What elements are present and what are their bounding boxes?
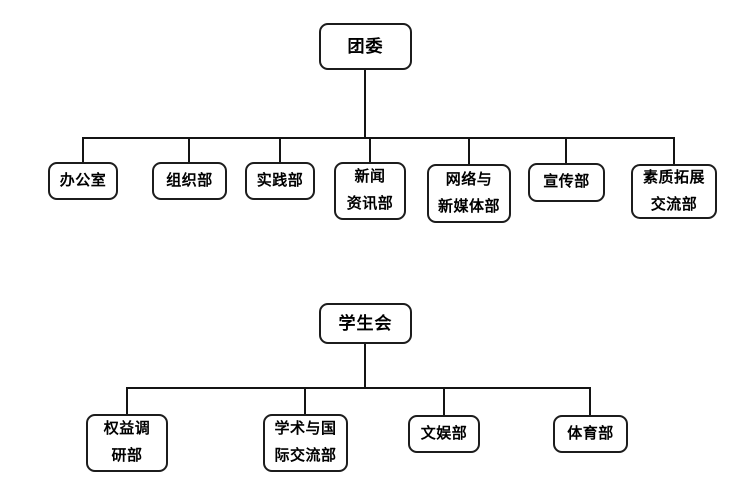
connector-stub-line xyxy=(369,137,371,165)
org-node-label: 新闻 资讯部 xyxy=(346,169,394,212)
connector-stub-line xyxy=(126,387,128,416)
connector-horizontal-line xyxy=(82,137,675,139)
org-node-label: 学术与国 际交流部 xyxy=(274,421,337,464)
org-node-label: 团委 xyxy=(347,36,384,56)
org-node-label: 办公室 xyxy=(59,172,107,189)
org-node-network-new-media-dept: 网络与 新媒体部 xyxy=(427,164,511,223)
org-node-label: 文娱部 xyxy=(420,425,468,442)
connector-horizontal-line xyxy=(126,387,591,389)
org-node-publicity-dept: 宣传部 xyxy=(528,163,605,202)
org-node-organization-dept: 组织部 xyxy=(152,162,227,200)
org-node-practice-dept: 实践部 xyxy=(245,162,315,200)
org-node-sports-dept: 体育部 xyxy=(553,415,628,453)
org-node-student-union: 学生会 xyxy=(319,303,412,344)
connector-stub-line xyxy=(279,137,281,165)
org-node-label: 网络与 新媒体部 xyxy=(437,171,500,215)
connector-stub-line xyxy=(82,137,84,165)
org-node-culture-entertainment-dept: 文娱部 xyxy=(408,415,480,453)
connector-stub-line xyxy=(589,387,591,417)
org-node-academic-international-exchange-dept: 学术与国 际交流部 xyxy=(263,414,348,472)
org-node-label: 宣传部 xyxy=(543,174,590,190)
connector-stub-line xyxy=(468,137,470,166)
org-node-news-info-dept: 新闻 资讯部 xyxy=(334,162,406,220)
connector-root-drop-line xyxy=(364,69,366,138)
connector-root-drop-line xyxy=(364,343,366,389)
org-node-committee: 团委 xyxy=(319,23,412,70)
org-node-rights-research-dept: 权益调 研部 xyxy=(86,414,168,472)
org-node-label: 组织部 xyxy=(166,172,213,189)
org-node-label: 实践部 xyxy=(256,172,304,189)
connector-stub-line xyxy=(304,387,306,416)
connector-stub-line xyxy=(673,137,675,166)
org-node-quality-development-exchange-dept: 素质拓展 交流部 xyxy=(631,164,717,219)
connector-stub-line xyxy=(188,137,190,165)
org-node-office: 办公室 xyxy=(48,162,118,200)
org-node-label: 学生会 xyxy=(338,313,393,333)
connector-stub-line xyxy=(443,387,445,417)
connector-stub-line xyxy=(565,137,567,165)
org-node-label: 素质拓展 交流部 xyxy=(642,169,705,213)
org-node-label: 权益调 研部 xyxy=(103,421,151,464)
org-node-label: 体育部 xyxy=(567,425,614,442)
